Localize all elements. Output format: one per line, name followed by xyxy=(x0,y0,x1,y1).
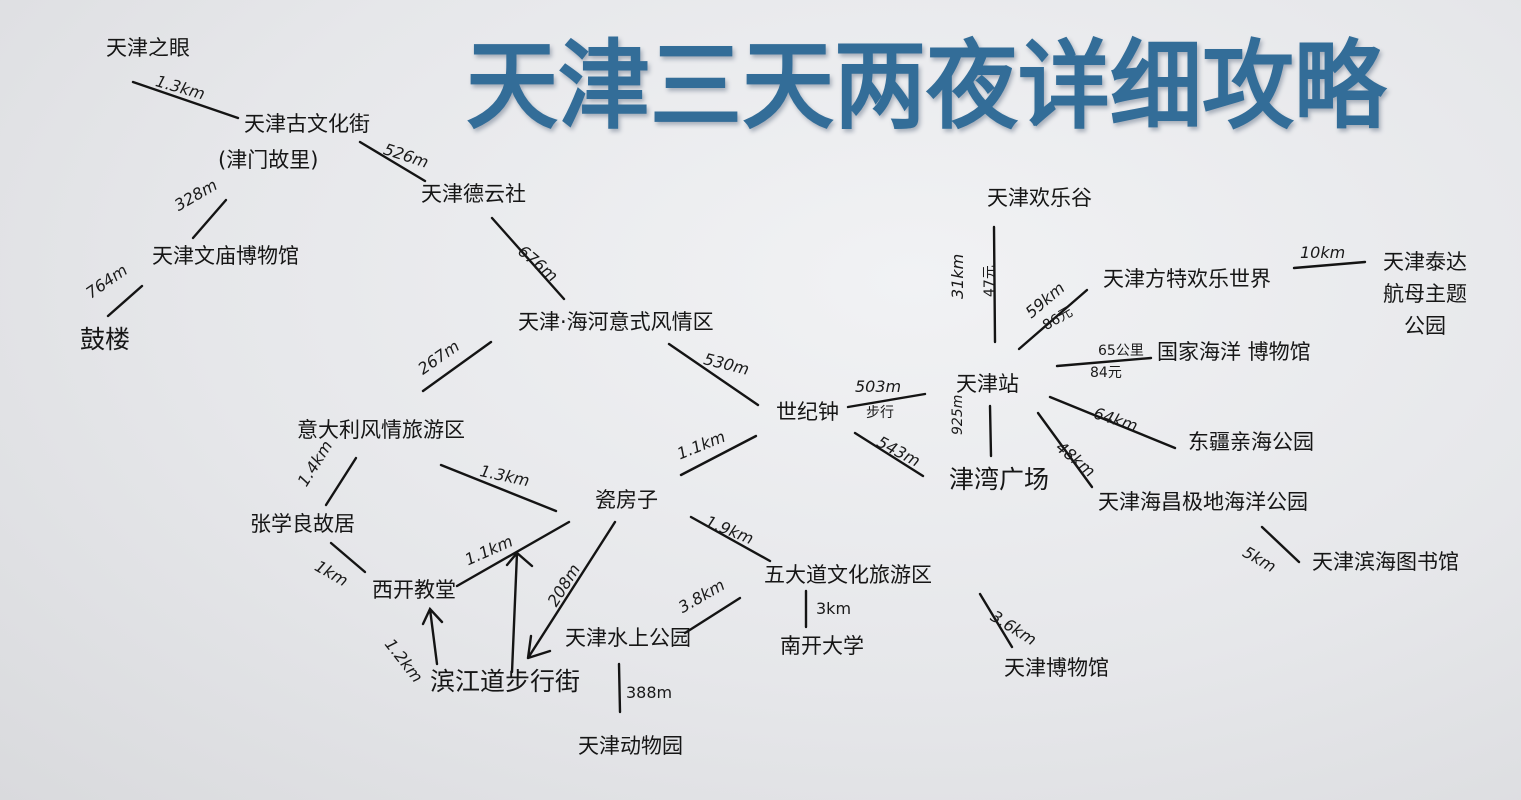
distance-station-happy: 31km xyxy=(948,253,967,299)
node-dongjiang-beach-park: 东疆亲海公园 xyxy=(1188,430,1314,454)
edge-station-polar xyxy=(1036,411,1094,489)
edge-binjiang-porcelain-arrow xyxy=(505,551,534,674)
edge-station-happy xyxy=(992,225,997,344)
node-nankai-university: 南开大学 xyxy=(780,634,864,658)
edge-porcelain-binjiang-arrow xyxy=(526,520,617,660)
node-tianjin-museum: 天津博物馆 xyxy=(1004,656,1109,680)
node-tianjin-station: 天津站 xyxy=(956,372,1019,396)
node-carrier-theme-park: 天津泰达 航母主题 公园 xyxy=(1383,250,1467,338)
distance-station-happy-fare: 47元 xyxy=(982,265,998,297)
distance-water-zoo: 388m xyxy=(626,683,673,702)
node-zoo: 天津动物园 xyxy=(578,734,683,758)
edge-five-water xyxy=(683,596,742,635)
distance-clock-station-note: 步行 xyxy=(866,405,894,421)
node-porcelain-house: 瓷房子 xyxy=(595,488,658,512)
node-happy-valley: 天津欢乐谷 xyxy=(987,186,1092,210)
node-xikai-church: 西开教堂 xyxy=(372,578,456,602)
distance-fantawild-carrier: 10km xyxy=(1300,243,1346,262)
edge-haihe-clock xyxy=(667,342,760,407)
node-confucian-temple-museum: 天津文庙博物馆 xyxy=(152,244,299,268)
edge-porcelain-church xyxy=(455,520,571,588)
node-italian-style-zone: 意大利风情旅游区 xyxy=(297,418,465,442)
node-national-maritime-museum: 国家海洋 博物馆 xyxy=(1157,340,1311,364)
edge-haihe-italy xyxy=(421,340,493,393)
edge-zhang-church xyxy=(329,541,367,574)
node-polar-ocean-park: 天津海昌极地海洋公园 xyxy=(1098,490,1308,514)
edge-fantawild-carrier xyxy=(1292,260,1367,270)
node-deyun-society: 天津德云社 xyxy=(421,182,526,206)
page-title: 天津三天两夜详细攻略 xyxy=(466,29,1387,143)
node-fantawild: 天津方特欢乐世界 xyxy=(1103,267,1271,291)
edge-binjiang-church-arrow xyxy=(421,606,444,666)
node-drum-tower: 鼓楼 xyxy=(80,325,131,354)
distance-station-square: 925m xyxy=(950,394,966,435)
distance-clock-station: 503m xyxy=(855,377,902,396)
node-five-avenues: 五大道文化旅游区 xyxy=(764,563,932,587)
node-binjiang-road: 滨江道步行街 xyxy=(430,667,581,696)
edge-clock-porcelain xyxy=(679,434,758,477)
edge-street-deyun xyxy=(358,140,427,183)
edge-polar-library xyxy=(1260,525,1301,564)
edge-porcelain-five xyxy=(689,515,772,563)
edge-station-beach xyxy=(1048,395,1177,450)
edge-station-fantawild xyxy=(1017,288,1089,351)
node-jinwan-square: 津湾广场 xyxy=(949,465,1050,494)
distance-station-maritime: 65公里 xyxy=(1098,343,1144,359)
edge-deyun-haihe xyxy=(490,216,566,301)
edge-italy-zhang xyxy=(324,456,358,507)
node-haihe-italian-style: 天津·海河意式风情区 xyxy=(518,310,714,334)
edge-italy-porcelain xyxy=(439,463,558,513)
edge-street-temple xyxy=(191,198,228,240)
node-water-park: 天津水上公园 xyxy=(565,626,691,650)
node-ancient-culture-street: 天津古文化街 xyxy=(244,112,370,136)
node-ancient-culture-street-alias: (津门故里) xyxy=(218,148,319,172)
edge-eye-street xyxy=(131,80,240,120)
edge-water-zoo xyxy=(617,662,622,714)
node-zhang-xueliang-residence: 张学良故居 xyxy=(250,512,355,536)
edge-five-museum xyxy=(978,592,1014,649)
edge-station-square xyxy=(988,404,993,458)
node-century-clock: 世纪钟 xyxy=(776,400,839,424)
node-binhai-library: 天津滨海图书馆 xyxy=(1312,550,1459,574)
edge-temple-drum xyxy=(106,284,144,318)
edge-clock-station xyxy=(846,392,927,409)
edge-clock-square xyxy=(853,431,925,478)
edge-station-maritime xyxy=(1055,356,1153,368)
node-tianjin-eye: 天津之眼 xyxy=(106,36,190,60)
distance-five-nankai: 3km xyxy=(816,599,852,618)
distance-station-maritime-fare: 84元 xyxy=(1090,365,1122,381)
